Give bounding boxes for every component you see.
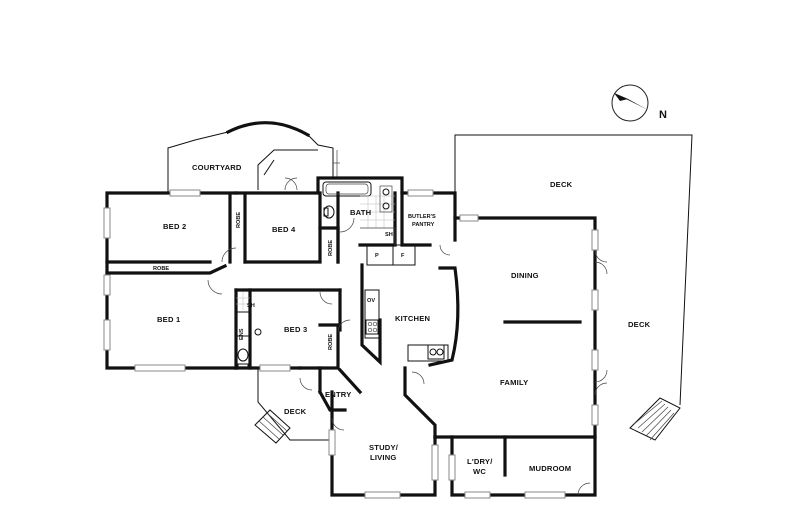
pantry-f-label: F — [401, 253, 405, 259]
bath-label: BATH — [350, 208, 371, 217]
windows — [103, 189, 599, 499]
dining-label: DINING — [511, 271, 539, 280]
family-label: FAMILY — [500, 378, 528, 387]
bed4-label: BED 4 — [272, 225, 296, 234]
robe-bed4-label: ROBE — [328, 240, 334, 256]
bed2-label: BED 2 — [163, 222, 186, 231]
laundry-label-1: L'DRY/ — [467, 457, 493, 466]
courtyard-outline — [167, 121, 340, 193]
bed1-label: BED 1 — [157, 315, 181, 324]
door-swings — [207, 177, 608, 496]
north-label: N — [659, 109, 667, 121]
ensuite-fixtures — [235, 292, 262, 369]
laundry-label-2: WC — [473, 467, 486, 476]
interior-walls — [105, 191, 582, 477]
bath-shower-label: SH — [385, 232, 393, 238]
courtyard-label: COURTYARD — [192, 163, 242, 172]
ensuite-label: ENS — [239, 328, 245, 340]
kitchen-label: KITCHEN — [395, 314, 430, 323]
entry-label: ENTRY — [325, 390, 351, 399]
robe-bed3-label: ROBE — [328, 334, 334, 350]
butlers-pantry-label-2: PANTRY — [412, 222, 435, 228]
oven-label: OV — [367, 298, 375, 304]
robe-bed1-label: ROBE — [153, 266, 169, 272]
deck-top-label: DECK — [550, 180, 573, 189]
butlers-pantry-label-1: BUTLER'S — [408, 214, 436, 220]
robe-bed2-label: ROBE — [236, 212, 242, 228]
bath-fixtures — [322, 181, 396, 245]
deck-right-label: DECK — [628, 320, 651, 329]
study-label-2: LIVING — [370, 453, 397, 462]
mudroom-label: MUDROOM — [529, 464, 571, 473]
pantry-p-label: P — [375, 253, 379, 259]
ensuite-shower-label: SH — [247, 303, 255, 309]
bed3-label: BED 3 — [284, 325, 307, 334]
deck-entry-label: DECK — [284, 407, 307, 416]
kitchen-fixtures — [365, 319, 445, 360]
study-label-1: STUDY/ — [369, 443, 399, 452]
compass-icon — [611, 84, 649, 122]
